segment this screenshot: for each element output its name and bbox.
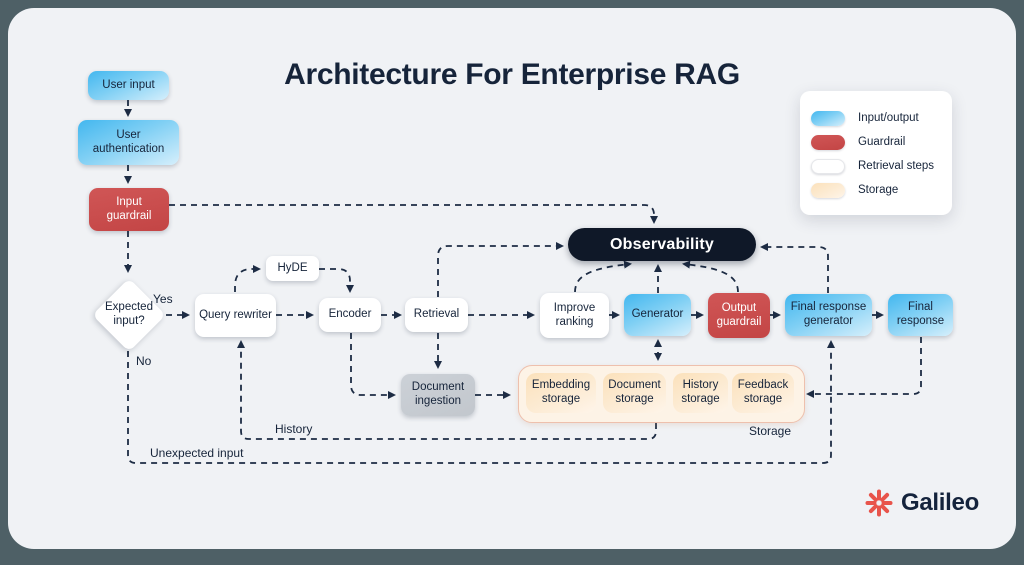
legend-item-retrieval-steps: Retrieval steps (811, 154, 952, 178)
node-retrieval-label: Retrieval (413, 308, 460, 321)
diagram-board: Architecture For Enterprise RAG (8, 8, 1016, 549)
node-document-storage: Document storage (603, 373, 666, 413)
node-user-input: User input (88, 71, 169, 100)
edge-label-yes: Yes (153, 292, 173, 306)
node-expected-input: Expected input? (92, 278, 166, 352)
legend-item-guardrail: Guardrail (811, 130, 952, 154)
node-query-rewriter: Query rewriter (195, 294, 276, 337)
legend-swatch-input-output (811, 110, 845, 126)
legend-swatch-guardrail (811, 134, 845, 150)
node-document-ingestion-label: Document ingestion (411, 381, 465, 407)
page-title: Architecture For Enterprise RAG (284, 58, 740, 91)
legend-swatch-storage (811, 182, 845, 198)
node-retrieval: Retrieval (405, 298, 468, 332)
node-document-storage-label: Document storage (608, 379, 661, 405)
node-hyde: HyDE (266, 256, 319, 281)
node-output-guardrail-label: Output guardrail (716, 301, 762, 328)
node-final-response: Final response (888, 294, 953, 336)
node-improve-ranking-label: Improve ranking (553, 301, 596, 328)
legend-label-guardrail: Guardrail (858, 136, 906, 148)
legend-label-input-output: Input/output (858, 112, 919, 124)
node-expected-input-label: Expected input? (105, 301, 153, 327)
galileo-logo-icon (865, 489, 893, 517)
node-generator: Generator (624, 294, 691, 336)
legend-label-retrieval-steps: Retrieval steps (858, 160, 935, 172)
node-output-guardrail: Output guardrail (708, 293, 770, 338)
edge-label-unexpected-input: Unexpected input (150, 446, 244, 460)
node-embedding-storage-label: Embedding storage (531, 379, 591, 405)
node-document-ingestion: Document ingestion (401, 374, 475, 416)
node-observability: Observability (568, 228, 756, 261)
node-encoder: Encoder (319, 298, 381, 332)
edge-label-history: History (275, 422, 313, 436)
node-embedding-storage: Embedding storage (526, 373, 596, 413)
brand-lockup: Galileo (864, 488, 979, 518)
node-final-response-generator: Final response generator (785, 294, 872, 336)
legend-card: Input/output Guardrail Retrieval steps S… (800, 91, 952, 215)
node-observability-label: Observability (610, 235, 714, 253)
node-history-storage: History storage (673, 373, 728, 413)
node-hyde-label: HyDE (277, 261, 308, 274)
legend-item-input-output: Input/output (811, 106, 952, 130)
node-encoder-label: Encoder (328, 308, 372, 321)
node-user-authentication-label: User authentication (92, 128, 165, 155)
node-feedback-storage-label: Feedback storage (737, 379, 789, 405)
node-input-guardrail-label: Input guardrail (106, 195, 152, 222)
node-generator-label: Generator (631, 308, 684, 321)
node-improve-ranking: Improve ranking (540, 293, 609, 338)
node-final-response-label: Final response (896, 301, 945, 327)
edge-label-storage: Storage (749, 424, 792, 438)
node-history-storage-label: History storage (681, 379, 720, 405)
node-final-response-generator-label: Final response generator (790, 301, 867, 327)
legend-item-storage: Storage (811, 178, 952, 202)
node-feedback-storage: Feedback storage (732, 373, 794, 413)
node-query-rewriter-label: Query rewriter (199, 308, 272, 321)
legend-swatch-retrieval-steps (811, 158, 845, 174)
node-user-authentication: User authentication (78, 120, 179, 165)
brand-name: Galileo (901, 489, 979, 516)
edge-label-no: No (136, 354, 152, 368)
node-user-input-label: User input (102, 78, 155, 91)
legend-label-storage: Storage (858, 184, 899, 196)
node-input-guardrail: Input guardrail (89, 188, 169, 231)
